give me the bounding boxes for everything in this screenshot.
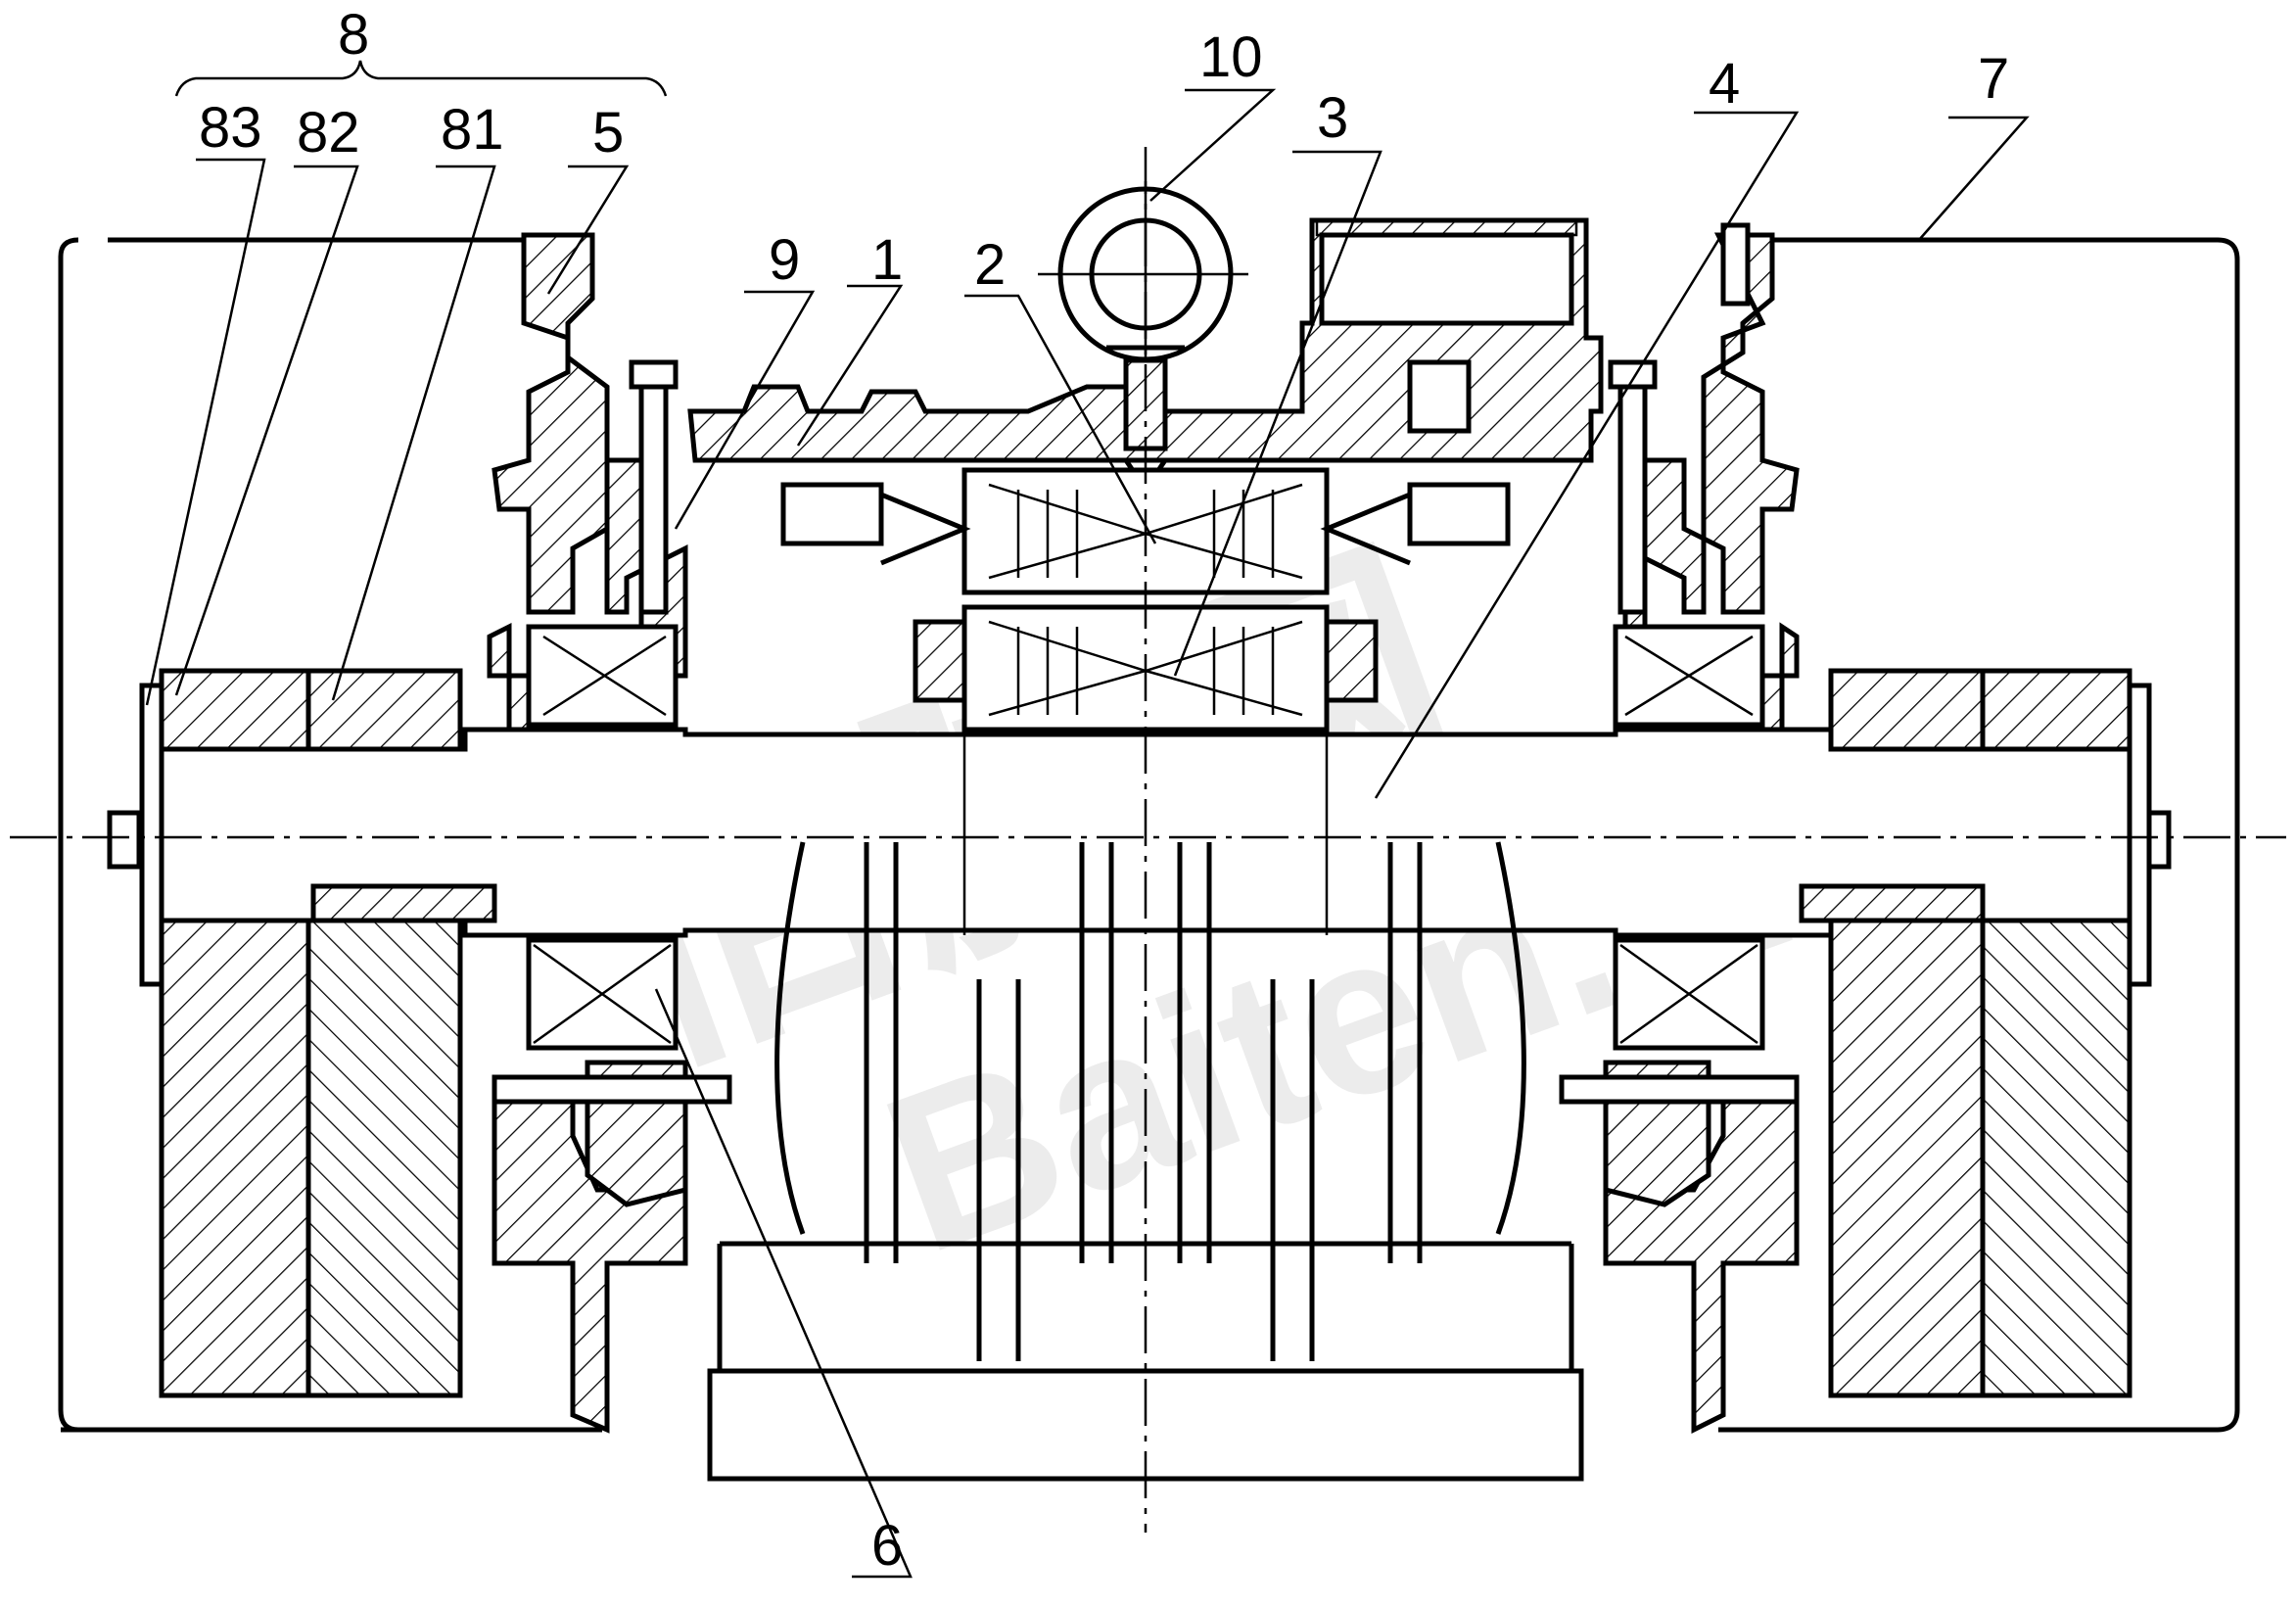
label-7: 7	[1978, 47, 2009, 111]
label-2: 2	[974, 233, 1006, 297]
center-lines	[10, 147, 2286, 1533]
leader-lines	[145, 88, 2030, 1579]
label-5: 5	[592, 101, 624, 165]
label-81: 81	[441, 98, 504, 162]
bearings-6	[526, 624, 1765, 1051]
label-1: 1	[871, 228, 903, 292]
label-9: 9	[769, 228, 800, 292]
label-83: 83	[199, 96, 262, 160]
right-disc-assembly	[1799, 668, 2172, 1398]
left-disc-assembly-8	[107, 668, 497, 1398]
right-housing-7	[1718, 237, 2240, 1433]
cooling-fins	[774, 841, 1526, 1361]
label-4: 4	[1709, 52, 1740, 116]
label-3: 3	[1317, 86, 1348, 150]
group-8-bracket	[174, 60, 668, 97]
part-labels: 8 83 82 81 5 9 1 2 10 3 4 7 6	[199, 3, 2009, 1578]
label-8: 8	[338, 3, 369, 67]
terminal-box	[1319, 232, 1574, 326]
label-10: 10	[1199, 25, 1263, 89]
bolts	[492, 222, 1800, 1105]
label-82: 82	[297, 101, 360, 165]
left-housing	[58, 237, 602, 1433]
label-6: 6	[871, 1514, 903, 1578]
